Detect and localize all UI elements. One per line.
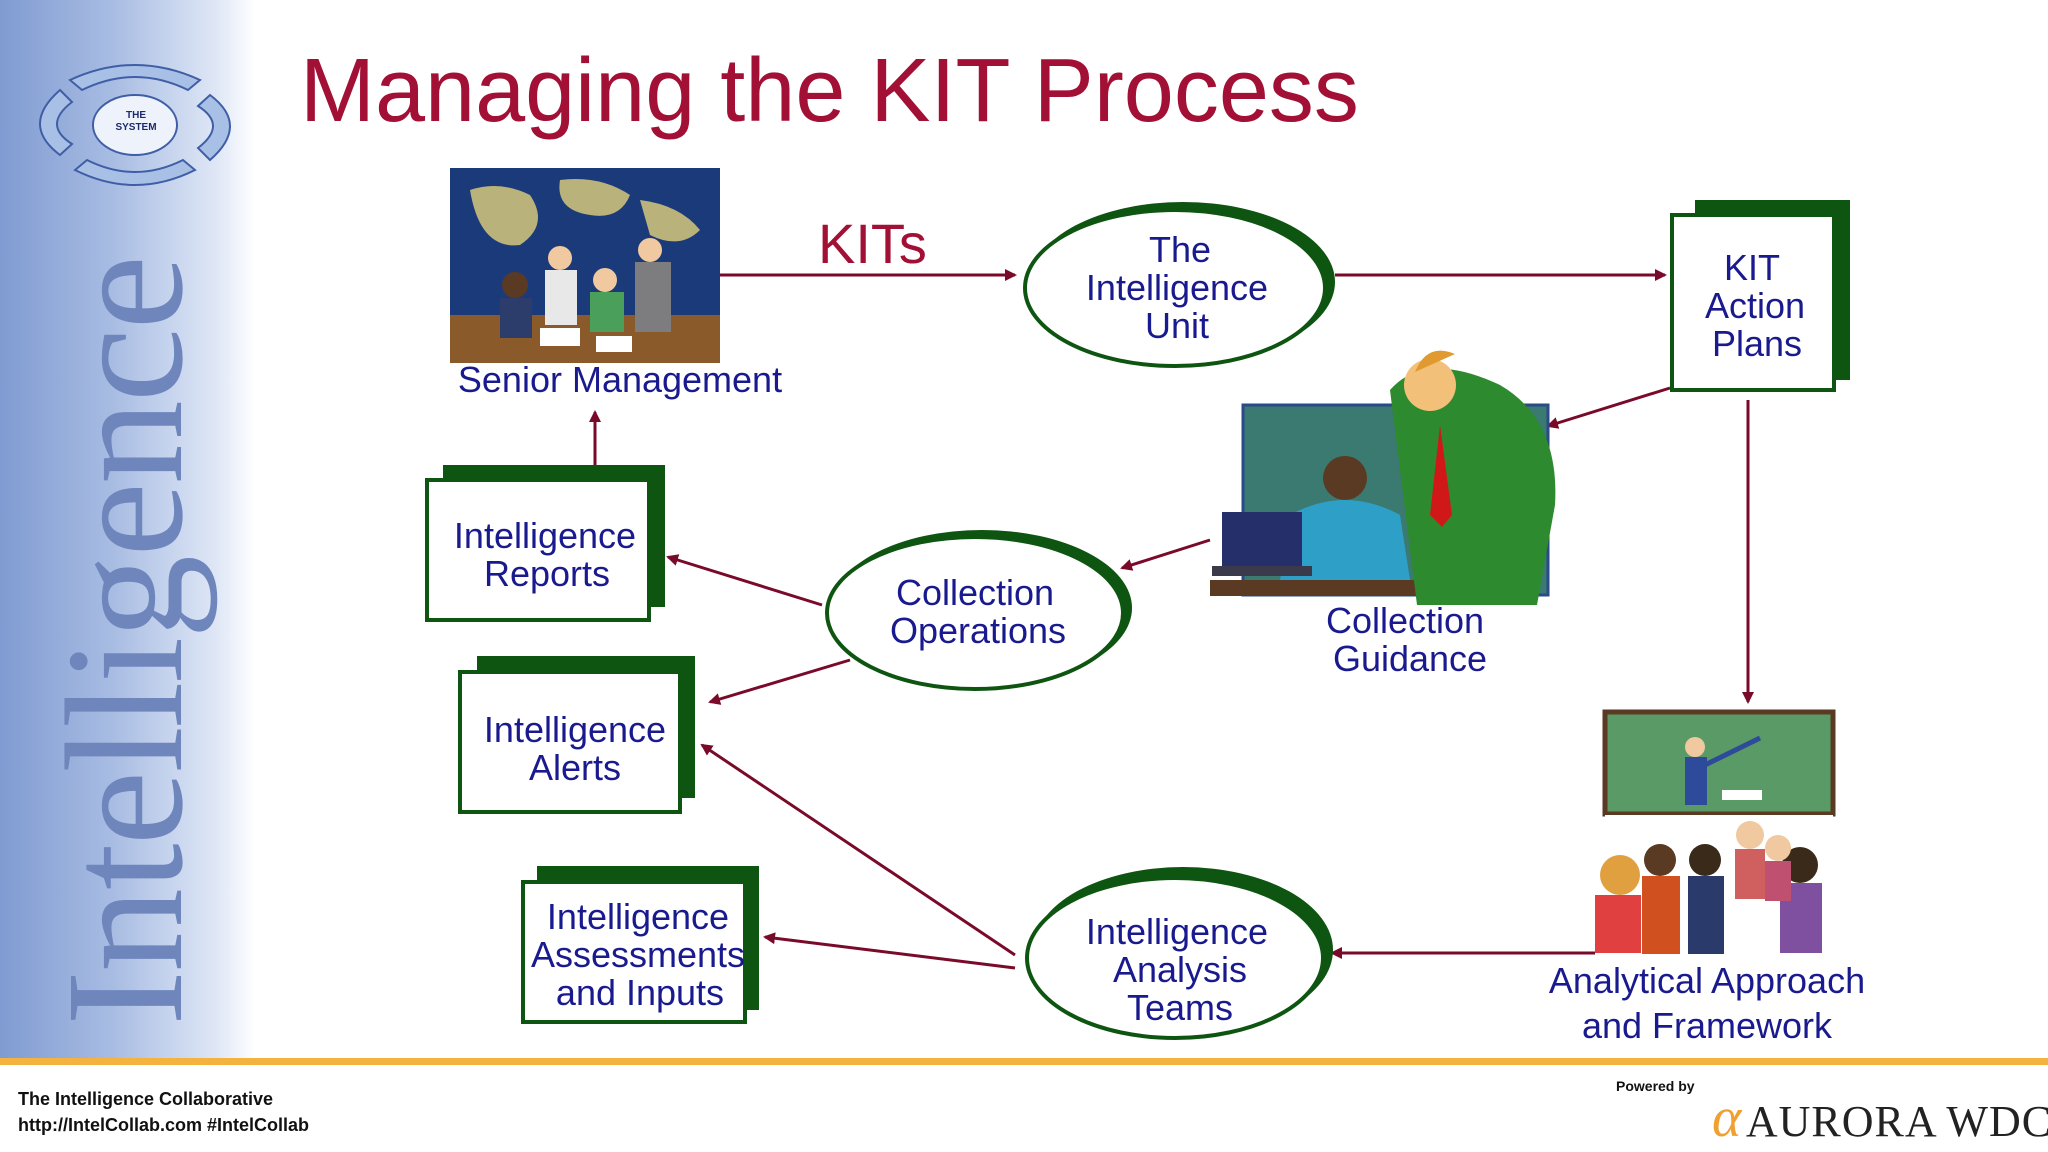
intelligence-reports-line1: Intelligence [454, 515, 636, 556]
arrow-teams-to-alerts [700, 743, 1016, 957]
arrow-teams-to-assessments [763, 932, 1016, 970]
arrow-to-collection-guidance [1546, 386, 1671, 429]
collection-operations-line1: Collection [896, 572, 1054, 613]
intelligence-alerts-line1: Intelligence [484, 709, 666, 750]
intelligence-unit-line1: The [1149, 229, 1211, 270]
collection-guidance-image [1210, 350, 1556, 605]
analysis-teams-line2: Analysis [1113, 949, 1247, 990]
intelligence-reports-line2: Reports [484, 553, 610, 594]
system-cycle-icon [39, 64, 231, 186]
analysis-teams-node: Intelligence Analysis Teams [1025, 867, 1333, 1040]
footer-url: http://IntelCollab.com #IntelCollab [18, 1115, 310, 1135]
intelligence-alerts-line2: Alerts [529, 747, 621, 788]
intelligence-unit-line2: Intelligence [1086, 267, 1268, 308]
cycle-label: THE SYSTEM [108, 110, 164, 134]
powered-by-label: Powered by [1616, 1078, 1695, 1094]
collection-operations-line2: Operations [890, 610, 1066, 651]
intelligence-assessments-node: Intelligence Assessments and Inputs [521, 866, 759, 1024]
arrow-to-reports [666, 554, 823, 607]
kits-label: KITs [818, 212, 927, 275]
analytical-approach-line2: and Framework [1582, 1005, 1833, 1046]
collection-guidance-line1: Collection [1326, 600, 1484, 641]
assessments-line1: Intelligence [547, 896, 729, 937]
logo-text: AURORA WDC [1745, 1097, 2048, 1146]
cycle-label-line2: SYSTEM [115, 122, 157, 133]
footer-info: The Intelligence Collaborative http://In… [18, 1086, 309, 1138]
sidebar-band: THE SYSTEM Intelligence [0, 0, 255, 1062]
kit-action-plans-line2: Action [1705, 285, 1805, 326]
analysis-teams-line3: Teams [1127, 987, 1233, 1028]
intelligence-unit-node: The Intelligence Unit [1023, 202, 1335, 368]
kit-action-plans-node: KIT Action Plans [1670, 200, 1850, 392]
arrow-to-alerts [708, 658, 851, 705]
intelligence-unit-line3: Unit [1145, 305, 1209, 346]
cycle-label-line1: THE [126, 110, 146, 121]
intelligence-alerts-node: Intelligence Alerts [458, 656, 695, 814]
analytical-approach-line1: Analytical Approach [1549, 960, 1865, 1001]
collection-guidance-line2: Guidance [1333, 638, 1487, 679]
assessments-line3: and Inputs [556, 972, 724, 1013]
footer-org-name: The Intelligence Collaborative [18, 1089, 274, 1109]
analytical-approach-image [1595, 709, 1836, 955]
page-title: Managing the KIT Process [300, 41, 1359, 141]
intelligence-reports-node: Intelligence Reports [425, 465, 665, 622]
arrow-to-collection-operations [1120, 538, 1211, 571]
senior-management-label: Senior Management [458, 359, 782, 400]
footer-divider [0, 1058, 2048, 1065]
aurora-wdc-logo: α AURORA WDC [1712, 1086, 2048, 1150]
collection-operations-node: Collection Operations [825, 530, 1132, 691]
kit-action-plans-line3: Plans [1712, 323, 1802, 364]
assessments-line2: Assessments [531, 934, 745, 975]
analysis-teams-line1: Intelligence [1086, 911, 1268, 952]
alpha-logo-icon: α [1712, 1087, 1742, 1149]
kit-action-plans-line1: KIT [1724, 247, 1780, 288]
senior-management-image [450, 168, 720, 363]
